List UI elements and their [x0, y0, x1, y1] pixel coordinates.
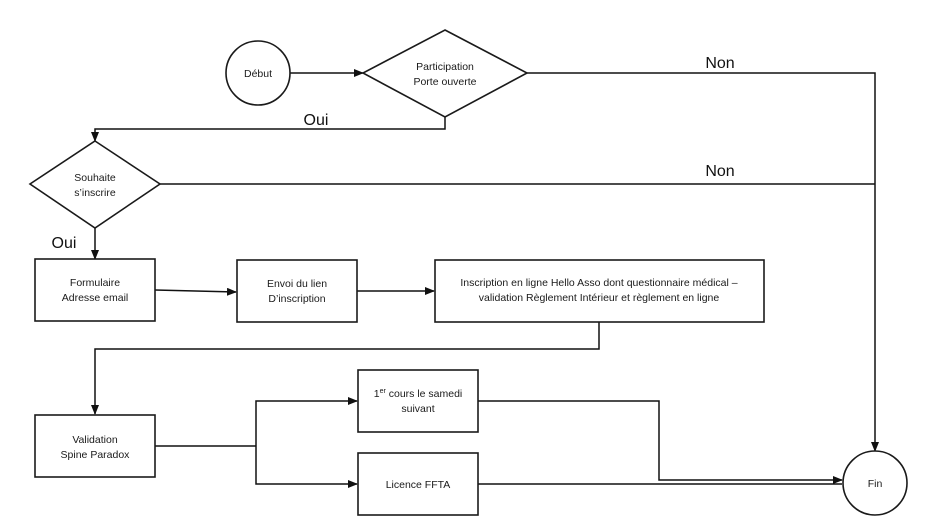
node-cours-rest: cours le samedi — [386, 388, 462, 400]
node-validation-label-1: Validation — [72, 434, 117, 446]
process-box — [34, 258, 156, 322]
node-validation: Validation Spine Paradox — [34, 414, 156, 478]
process-box — [236, 259, 358, 323]
node-validation-label-2: Spine Paradox — [61, 449, 131, 461]
end-circle — [842, 450, 908, 516]
edge-validation-to-cours — [255, 397, 358, 446]
node-souhaite-label-2: s’inscrire — [74, 187, 116, 199]
edge-formulaire-to-envoi — [154, 287, 237, 296]
node-cours-num: 1 — [374, 388, 380, 400]
node-formulaire: Formulaire Adresse email — [34, 258, 156, 322]
node-participation-label-2: Porte ouverte — [413, 76, 476, 88]
process-box — [34, 414, 156, 478]
node-inscription-label-2: validation Règlement Intérieur et règlem… — [479, 292, 720, 304]
node-inscription-label-1: Inscription en ligne Hello Asso dont que… — [460, 277, 737, 289]
connectors — [91, 69, 879, 488]
process-box — [434, 259, 765, 323]
node-envoi-label-1: Envoi du lien — [267, 278, 327, 290]
edge-validation-to-licence — [255, 446, 358, 488]
node-cours-label-2: suivant — [401, 403, 434, 415]
node-debut-label: Début — [244, 68, 272, 80]
node-fin-label: Fin — [868, 478, 883, 490]
process-box — [357, 452, 479, 516]
node-inscription: Inscription en ligne Hello Asso dont que… — [434, 259, 765, 323]
node-formulaire-label-1: Formulaire — [70, 277, 120, 289]
edge-label-oui-1: Oui — [304, 112, 329, 129]
node-souhaite: Souhaite s’inscrire — [28, 140, 162, 229]
edge-labels: Non Oui Non Oui — [52, 55, 735, 252]
node-licence-label: Licence FFTA — [386, 479, 451, 491]
node-participation: Participation Porte ouverte — [361, 29, 529, 118]
node-cours-label-1: 1er cours le samedi — [374, 388, 463, 400]
edge-participation-oui-to-souhaite — [91, 117, 446, 142]
edge-label-non-2: Non — [705, 163, 734, 180]
edge-label-oui-2: Oui — [52, 235, 77, 252]
node-participation-label-1: Participation — [416, 61, 474, 73]
edge-inscription-to-validation — [91, 322, 600, 415]
edge-participation-non-to-fin — [527, 72, 879, 452]
node-cours-sup: er — [380, 388, 387, 395]
node-debut: Début — [225, 40, 291, 106]
node-souhaite-label-1: Souhaite — [74, 172, 116, 184]
process-box — [357, 369, 479, 433]
edge-label-non-1: Non — [705, 55, 734, 72]
start-circle — [225, 40, 291, 106]
node-envoi: Envoi du lien D’inscription — [236, 259, 358, 323]
node-fin: Fin — [842, 450, 908, 516]
node-cours: 1er cours le samedi suivant — [357, 369, 479, 433]
node-licence: Licence FFTA — [357, 452, 479, 516]
decision-diamond — [28, 140, 162, 229]
node-envoi-label-2: D’inscription — [268, 293, 325, 305]
node-formulaire-label-2: Adresse email — [62, 292, 129, 304]
decision-diamond — [361, 29, 529, 118]
edge-cours-to-fin — [478, 400, 843, 484]
